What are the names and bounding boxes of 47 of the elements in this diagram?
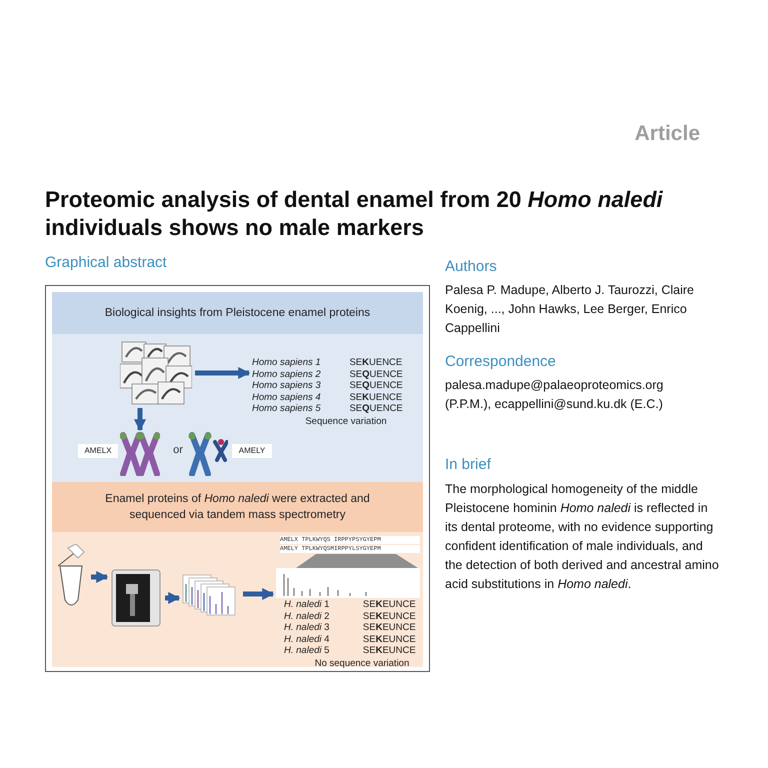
panel-background xyxy=(52,292,423,482)
sequence-text: SEKEUNCE xyxy=(362,634,417,645)
section-heading: In brief xyxy=(445,456,492,473)
sequence-text: SEKEUNCE xyxy=(362,612,417,622)
sequence-text: SEKEUNCE xyxy=(362,600,417,610)
arrow xyxy=(195,367,250,379)
sequence-text: SEQUENCE xyxy=(349,370,404,380)
species-name: Homo sapiens 3 xyxy=(252,381,322,392)
sequence-text: SEQUENCE xyxy=(349,381,404,392)
arrow xyxy=(91,571,108,583)
species-name: Homo sapiens 5 xyxy=(252,404,322,414)
arrow xyxy=(243,588,274,600)
sequence-text: SEKUENCE xyxy=(349,392,404,403)
tooth-photos-drawing xyxy=(120,340,192,406)
species-name: H. naledi 1 xyxy=(284,600,330,610)
arrow xyxy=(165,592,180,604)
section-heading: Graphical abstract xyxy=(45,254,168,271)
sequence-text: SEKEUNCE xyxy=(362,623,417,634)
section-heading: Correspondence xyxy=(445,353,557,370)
chromosome-pair-drawing xyxy=(188,432,228,476)
section-heading: Authors xyxy=(445,258,498,275)
article-type-label: Article xyxy=(634,122,700,146)
mass-spectrometer-drawing xyxy=(110,568,162,628)
species-name: Homo sapiens 2 xyxy=(252,370,322,380)
species-name: H. naledi 2 xyxy=(284,612,330,622)
conjunction-text: or xyxy=(172,444,184,456)
chromosome-pair-drawing xyxy=(120,432,160,476)
summary-paragraph: The morphological homogeneity of the middle Pleistocene hominin Homo naledi is reflected in its dental proteome, with no evidence supporting confident identification of male individuals, and the detection of both derived and ancestral amino acid substitutions in Homo naledi. xyxy=(445,481,720,593)
correspondence-text: palesa.madupe@palaeoproteomics.org (P.P.M.), ecappellini@sund.ku.dk (E.C.) xyxy=(445,377,664,413)
species-name: H. naledi 4 xyxy=(284,634,330,645)
author-list: Palesa P. Madupe, Alberto J. Taurozzi, Claire Koenig, ..., John Hawks, Lee Berger, Enrico Cappellini xyxy=(445,281,735,338)
gene-label: AMELY xyxy=(232,444,272,458)
table-caption: No sequence variation xyxy=(314,658,410,669)
sequence-text: SEKEUNCE xyxy=(362,646,417,656)
sequence-text: SEKUENCE xyxy=(349,358,404,368)
arrow xyxy=(134,408,146,432)
sequence-text: SEQUENCE xyxy=(349,404,404,414)
panel-header: Biological insights from Pleistocene enamel proteins xyxy=(52,292,423,334)
species-name: H. naledi 5 xyxy=(284,646,330,656)
table-caption: Sequence variation xyxy=(304,416,388,427)
gene-label: AMELX xyxy=(78,444,118,458)
species-name: Homo sapiens 4 xyxy=(252,392,322,403)
species-name: H. naledi 3 xyxy=(284,623,330,634)
panel-background xyxy=(52,482,423,667)
species-name: Homo sapiens 1 xyxy=(252,358,322,368)
article-title: Proteomic analysis of dental enamel from 20 Homo naledi individuals shows no male markers xyxy=(45,186,664,242)
panel-header: Enamel proteins of Homo naledi were extracted and sequenced via tandem mass spectrometry xyxy=(52,482,423,532)
